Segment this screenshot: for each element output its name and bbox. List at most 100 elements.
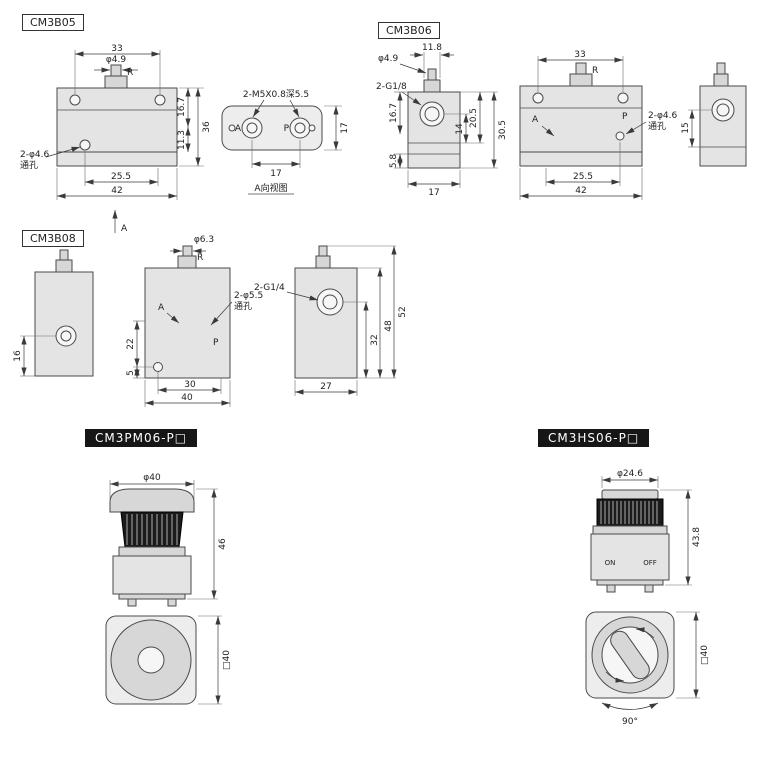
on-label: ON	[605, 559, 616, 567]
manifold-face	[221, 105, 323, 151]
cm3b05-side-view: 2-M5X0.8深5.5 A P 17 17 A向视图	[221, 89, 350, 195]
plunger-base	[423, 79, 441, 93]
dim-label: 11.8	[422, 43, 442, 53]
dim-label: φ40	[143, 473, 161, 483]
screw-hole	[228, 124, 236, 132]
cm3b06-end-view: 15	[681, 62, 747, 167]
cm3b05-front-view: 33 φ4.9 R 36 16.7 11.3 25.5 42 2-φ4.6 通孔…	[20, 44, 212, 234]
dimensions	[109, 480, 218, 600]
knob-cap	[601, 489, 659, 500]
hole-callout: 2-φ4.6	[20, 150, 49, 160]
dim-label: 46	[218, 538, 228, 550]
dim-label: 30.5	[498, 120, 508, 140]
plunger-pin	[575, 62, 587, 75]
cm3b06-side-view: 11.8 φ4.9 2-G1/8 16.7 5.8 14 20.5 30.5 1…	[376, 43, 508, 198]
roller-label: R	[127, 68, 133, 78]
mounting-hole	[617, 92, 629, 104]
port-p-label: P	[213, 338, 219, 348]
dimensions	[601, 476, 692, 586]
dimensions	[519, 56, 647, 200]
switch-body	[590, 533, 670, 581]
part-label-cm3b08: CM3B08	[22, 230, 84, 247]
cm3hs06-side-view: ON OFF φ24.6 43.8	[590, 469, 702, 593]
through-hole	[615, 131, 625, 141]
hole-callout: 通孔	[20, 160, 38, 171]
port-callout: 2-G1/8	[376, 82, 407, 92]
rotation-arrows	[605, 627, 655, 683]
thread-callout: 2-M5X0.8深5.5	[243, 89, 309, 100]
roller-label: R	[592, 66, 598, 76]
dim-label: □40	[700, 645, 710, 665]
port-p-label: P	[622, 112, 628, 122]
mounting-pin	[606, 584, 616, 593]
plunger-pin	[110, 64, 122, 77]
button-body	[112, 555, 192, 595]
port-hole	[424, 106, 440, 122]
hole-callout: 通孔	[234, 301, 252, 312]
plunger-base	[55, 259, 73, 273]
port-a-label: A	[158, 303, 165, 313]
part-label-cm3b06: CM3B06	[378, 22, 440, 39]
cm3b08-side-view: 2-G1/4 32 48 52 27	[254, 245, 408, 396]
collar-ring	[118, 546, 186, 557]
cm3hs06-bottom-view: □40 90°	[585, 611, 710, 727]
valve-body	[699, 85, 747, 167]
mounting-hole	[532, 92, 544, 104]
dim-label: 17	[270, 169, 281, 179]
dim-label: 33	[111, 44, 122, 54]
dim-label: 16.7	[389, 103, 399, 123]
knurled-knob	[596, 498, 664, 527]
dim-label: 16	[13, 350, 23, 362]
base-plate	[118, 593, 186, 600]
view-label: A向视图	[254, 182, 287, 194]
dimensions	[286, 245, 397, 396]
dim-label: 48	[384, 320, 394, 332]
dim-label: □40	[222, 650, 232, 670]
valve-body	[144, 267, 231, 379]
plunger-base	[569, 73, 593, 87]
dim-label: φ4.9	[106, 55, 127, 65]
dimensions	[133, 248, 233, 407]
plunger-pin	[427, 68, 437, 81]
base-plate	[596, 579, 664, 586]
mushroom-cap	[109, 488, 195, 513]
valve-body	[34, 271, 94, 377]
mounting-pin	[127, 598, 137, 607]
knob-flange	[592, 525, 668, 535]
dimensions	[394, 52, 498, 188]
valve-body	[294, 267, 358, 379]
mounting-hole	[69, 94, 81, 106]
hole-callout: 2-φ4.6	[648, 111, 677, 121]
dim-label: 42	[111, 186, 122, 196]
mounting-hole	[154, 94, 166, 106]
cm3pm06-side-view: φ40 46	[109, 473, 228, 607]
hole-callout: 2-φ5.5	[234, 291, 263, 301]
hole-callout: 通孔	[648, 121, 666, 132]
dim-label: 40	[181, 393, 193, 403]
dimensions	[20, 335, 56, 377]
port-a-label: A	[532, 115, 539, 125]
plunger-base	[104, 75, 128, 89]
knob-bar	[610, 630, 650, 680]
dim-label: 20.5	[469, 108, 479, 128]
dim-label: 36	[202, 121, 212, 133]
dimensions	[688, 109, 712, 148]
dimensions	[601, 611, 700, 710]
dim-label: 42	[575, 186, 586, 196]
part-label-cm3hs06: CM3HS06-P□	[538, 429, 650, 447]
valve-base	[56, 151, 178, 167]
valve-base	[519, 151, 643, 167]
dim-label: 11.3	[177, 130, 187, 150]
dim-label: 17	[340, 122, 350, 133]
dim-label: 14	[455, 123, 465, 135]
part-label-cm3pm06: CM3PM06-P□	[85, 429, 198, 447]
roller-label: R	[197, 253, 203, 263]
dim-label: 30	[184, 380, 196, 390]
off-label: OFF	[643, 559, 657, 567]
knob-ribs	[600, 501, 658, 524]
dim-label: 5.8	[389, 154, 399, 169]
dim-label: 15	[681, 122, 691, 133]
mounting-pin	[167, 598, 177, 607]
cm3pm06-bottom-view: □40	[105, 615, 232, 705]
